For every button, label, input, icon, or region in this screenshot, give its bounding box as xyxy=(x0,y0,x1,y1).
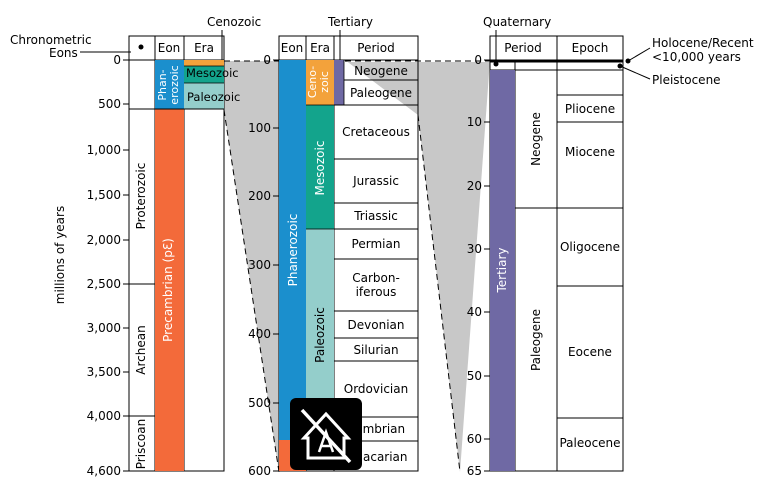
p3-epoch-pliocene: Pliocene xyxy=(565,102,615,116)
p3-tick-label-3: 30 xyxy=(467,242,482,256)
p2-tick-label-4: 400 xyxy=(248,327,271,341)
p3-epoch-oligocene: Oligocene xyxy=(560,240,620,254)
p1-tick-label-7: 3,500 xyxy=(87,365,121,379)
p1-eon-precambrian xyxy=(155,109,184,471)
p2-era-cenozoic-l2: zoic xyxy=(318,71,331,93)
zoom-band-2 xyxy=(345,60,490,472)
p1-tick-label-3: 1,500 xyxy=(87,188,121,202)
p1-eon-priscoan: Priscoan xyxy=(134,419,148,469)
p2-tick-label-2: 200 xyxy=(248,189,271,203)
p2-period-triassic: Triassic xyxy=(353,209,398,223)
p2-period-neogene: Neogene xyxy=(354,64,408,78)
p3-tick-label-5: 50 xyxy=(467,369,482,383)
p2-header-era: Era xyxy=(310,41,330,55)
p2-eon-phanerozoic xyxy=(279,60,306,440)
p1-tick-group: 0 500 1,000 1,500 2,000 2,500 3,000 3,500 4,000 4… xyxy=(87,53,129,478)
callout-pleistocene: Pleistocene xyxy=(652,73,721,87)
p2-tick-label-1: 100 xyxy=(248,121,271,135)
p1-eon-phanerozoic xyxy=(155,60,184,109)
p1-header-eon: Eon xyxy=(158,41,181,55)
p2-era-cenozoic-l1: Ceno- xyxy=(306,66,319,98)
p3-tick-label-1: 10 xyxy=(467,115,482,129)
p1-eon-proterozoic: Proterozoic xyxy=(134,163,148,230)
p2-tick-group: 0 100 200 300 400 500 600 xyxy=(248,53,279,478)
p1-tick-label-1: 500 xyxy=(98,97,121,111)
p2-era-cenozoic xyxy=(306,60,334,105)
p3-epoch-paleocene: Paleocene xyxy=(559,436,620,450)
p1-tick-label-6: 3,000 xyxy=(87,321,121,335)
p2-header-period: Period xyxy=(357,41,394,55)
p3-epoch-miocene: Miocene xyxy=(565,145,615,159)
p3-tick-group: 0 10 20 30 40 50 60 65 xyxy=(467,53,490,478)
p1-eon-phanerozoic-l1: Phan- xyxy=(156,69,169,100)
p2-header-eon: Eon xyxy=(281,41,304,55)
p2-era-mesozoic-label: Mesozoic xyxy=(313,141,327,196)
p3-period-tertiary xyxy=(490,70,515,471)
callout-cenozoic: Cenozoic xyxy=(207,15,261,29)
chronometric-dot xyxy=(138,44,144,50)
p1-era-paleozoic xyxy=(184,83,224,109)
p1-tick-label-8: 4,000 xyxy=(87,409,121,423)
p2-era-paleozoic-label: Paleozoic xyxy=(313,307,327,363)
p3-tick-label-4: 40 xyxy=(467,305,482,319)
p3-tick-label-7: 65 xyxy=(467,464,482,478)
callout-holocene-age: <10,000 years xyxy=(652,50,741,64)
p1-tick-label-9: 4,600 xyxy=(87,464,121,478)
callout-eons: Eons xyxy=(49,46,78,60)
p2-tick-label-0: 0 xyxy=(263,53,271,67)
callout-quaternary: Quaternary xyxy=(483,15,551,29)
p3-epoch-rules xyxy=(557,94,623,419)
p3-header-epoch: Epoch xyxy=(572,41,609,55)
zoom-line-2 xyxy=(223,109,280,473)
p1-era-mesozoic-label: Mesozoic xyxy=(186,66,239,80)
p3-epoch-eocene: Eocene xyxy=(568,345,612,359)
pleistocene-leader xyxy=(619,65,651,80)
p2-period-cretaceous: Cretaceous xyxy=(342,125,410,139)
holocene-leader xyxy=(627,47,651,62)
p3-header-period: Period xyxy=(504,41,541,55)
p1-header-era: Era xyxy=(194,41,214,55)
zoom-band-1 xyxy=(224,61,279,472)
p1-eon-archean: Archean xyxy=(134,325,148,374)
p2-period-permian: Permian xyxy=(352,237,401,251)
p2-period-carbon-l1: Carbon- xyxy=(352,271,400,285)
p1-era-cenozoic xyxy=(184,60,224,66)
p3-tick-label-6: 60 xyxy=(467,432,482,446)
p2-era-tertiary-strip xyxy=(334,60,344,105)
p2-period-carbon-l2: iferous xyxy=(356,285,397,299)
p3-tick-label-2: 20 xyxy=(467,179,482,193)
p2-tick-label-5: 500 xyxy=(248,396,271,410)
p2-era-mesozoic xyxy=(306,105,334,229)
p2-eon-phanerozoic-label: Phanerozoic xyxy=(286,214,300,287)
p1-tick-label-4: 2,000 xyxy=(87,233,121,247)
callout-tertiary: Tertiary xyxy=(327,15,373,29)
p3-period-paleogene: Paleogene xyxy=(529,309,543,371)
p1-eon-precambrian-label: Precambrian (pƐ) xyxy=(161,238,175,342)
p1-tick-label-5: 2,500 xyxy=(87,277,121,291)
callout-holocene: Holocene/Recent xyxy=(652,36,754,50)
p1-tick-label-2: 1,000 xyxy=(87,143,121,157)
p2-period-paleogene: Paleogene xyxy=(350,86,412,100)
p1-tick-label-0: 0 xyxy=(113,53,121,67)
p2-period-devonian: Devonian xyxy=(348,318,405,332)
callout-chronometric: Chronometric xyxy=(10,33,92,47)
p2-period-silurian: Silurian xyxy=(353,343,398,357)
quaternary-dot xyxy=(493,61,499,67)
no-ai-logo-icon xyxy=(290,398,362,470)
p1-era-mesozoic xyxy=(184,66,224,83)
y-axis-label: millions of years xyxy=(53,206,67,304)
p2-tick-label-6: 600 xyxy=(248,464,271,478)
p3-period-neogene: Neogene xyxy=(529,112,543,166)
p2-period-ordovician: Ordovician xyxy=(344,382,408,396)
p3-tick-label-0: 0 xyxy=(474,53,482,67)
p2-period-jurassic: Jurassic xyxy=(352,174,399,188)
p3-tertiary-label: Tertiary xyxy=(495,247,509,293)
p1-eon-phanerozoic-l2: erozoic xyxy=(168,65,181,104)
p2-tick-label-3: 300 xyxy=(248,258,271,272)
p1-era-paleozoic-label: Paleozoic xyxy=(187,90,240,104)
